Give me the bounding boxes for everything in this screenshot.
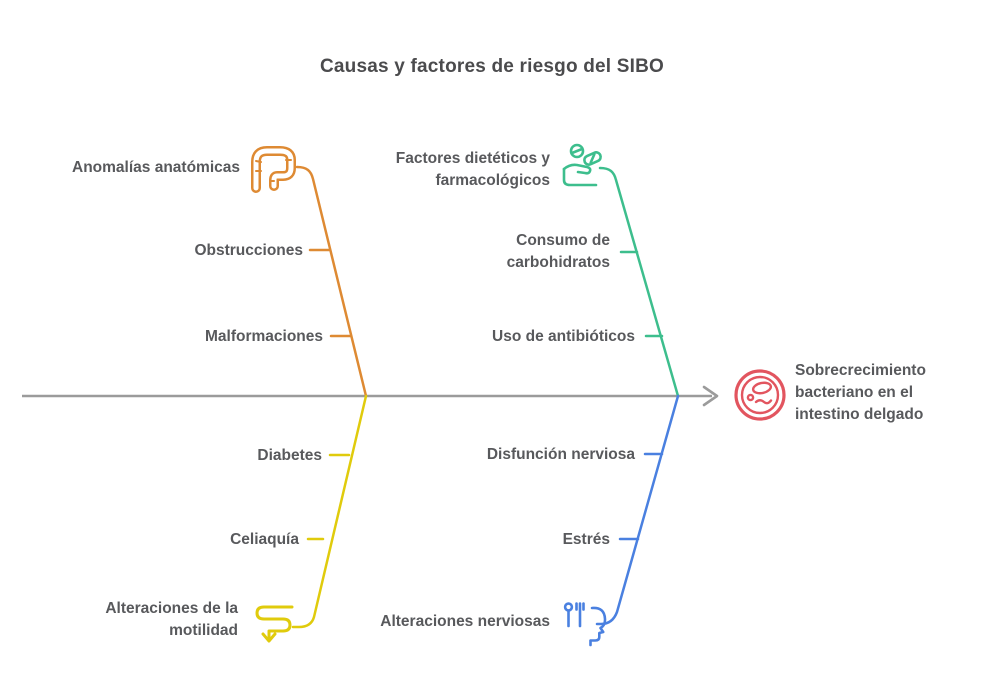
branch-label-motilidad: Alteraciones de la motilidad (105, 600, 238, 639)
branch-line-dieteticos (598, 166, 680, 398)
branch-line-nerviosas (595, 394, 680, 626)
head-profile-icon (589, 606, 607, 647)
branch-line-motilidad (291, 394, 368, 629)
branch-line-anomalias (295, 165, 368, 398)
head-utensils-icon (563, 602, 607, 647)
branch-label-anomalias: Anomalías anatómicas (72, 159, 240, 176)
spoon-icon (563, 602, 574, 612)
item-malformaciones: Malformaciones (204, 328, 323, 345)
item-celiaquia: Celiaquía (230, 531, 299, 548)
bacteria-petri-icon (734, 369, 786, 421)
branch-anomalias-lines (295, 165, 368, 398)
down-arrowhead-icon (261, 632, 277, 643)
branch-nerviosas-lines (595, 394, 680, 626)
item-antibioticos: Uso de antibióticos (492, 328, 635, 345)
hand-pills-icon (562, 143, 602, 187)
branch-dieteticos-lines (598, 166, 680, 398)
spine-arrowhead-icon (702, 385, 719, 407)
item-disfuncion-nerviosa: Disfunción nerviosa (486, 446, 635, 463)
capsule-pill-icon (583, 151, 602, 166)
diagram-title: Causas y factores de riesgo del SIBO (319, 56, 665, 77)
motility-arrow-icon (255, 605, 294, 643)
tablet-pill-icon (569, 143, 585, 159)
fork-icon (575, 602, 585, 628)
branch-motilidad-lines (291, 394, 368, 629)
branch-label-dieteticos: Factores dietéticos y farmacológicos (395, 150, 550, 189)
effect-label: Sobrecrecimiento bacteriano en el intest… (795, 362, 926, 423)
item-carbohidratos: Consumo de carbohidratos (506, 232, 610, 271)
item-diabetes: Diabetes (257, 447, 322, 464)
item-estres: Estrés (562, 531, 610, 548)
intestine-icon (251, 146, 296, 193)
branch-label-nerviosas: Alteraciones nerviosas (380, 613, 550, 630)
item-obstrucciones: Obstrucciones (194, 242, 303, 259)
